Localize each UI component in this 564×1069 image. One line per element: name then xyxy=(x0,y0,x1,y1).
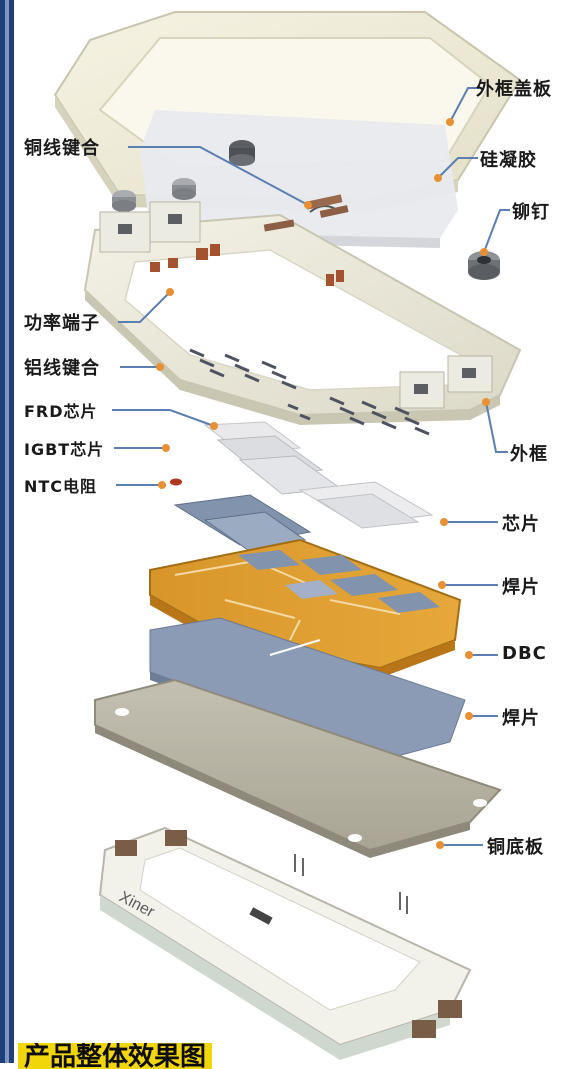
caption-banner: 产品整体效果图 xyxy=(18,1043,213,1069)
label-dbc: DBC xyxy=(502,643,547,664)
outer-frame-part xyxy=(83,201,522,425)
label-aluminum-wire-bond: 铝线键合 xyxy=(24,358,100,379)
aluminum-wire-bond-part xyxy=(189,348,430,436)
label-power-terminal: 功率端子 xyxy=(24,313,100,334)
label-ntc-resistor: NTC电阻 xyxy=(24,477,98,496)
copper-baseplate-part xyxy=(94,678,502,858)
label-copper-wire-bond: 铜线键合 xyxy=(24,138,100,159)
copper-wire-bond-part xyxy=(305,194,349,218)
label-frd-chip: FRD芯片 xyxy=(24,402,98,421)
label-solder-upper: 焊片 xyxy=(502,577,540,598)
chip-layer xyxy=(173,481,434,551)
label-outer-frame: 外框 xyxy=(510,444,548,465)
label-copper-baseplate: 铜底板 xyxy=(487,837,544,858)
label-frame-cover: 外框盖板 xyxy=(476,79,552,100)
assembled-module: Xiner xyxy=(98,826,472,1060)
right-leader-dots xyxy=(434,118,490,849)
label-rivet: 铆钉 xyxy=(512,202,550,223)
left-edge-bar xyxy=(0,0,14,1063)
label-chip: 芯片 xyxy=(502,514,540,535)
label-solder-lower: 焊片 xyxy=(502,708,540,729)
upper-chip-layer xyxy=(170,421,342,495)
right-leader-lines xyxy=(437,87,510,846)
left-leader-dots xyxy=(156,201,312,489)
label-igbt-chip: IGBT芯片 xyxy=(24,440,105,459)
left-leader-lines xyxy=(112,146,309,486)
label-silicone-gel: 硅凝胶 xyxy=(480,150,537,171)
rivet-parts xyxy=(112,178,500,333)
